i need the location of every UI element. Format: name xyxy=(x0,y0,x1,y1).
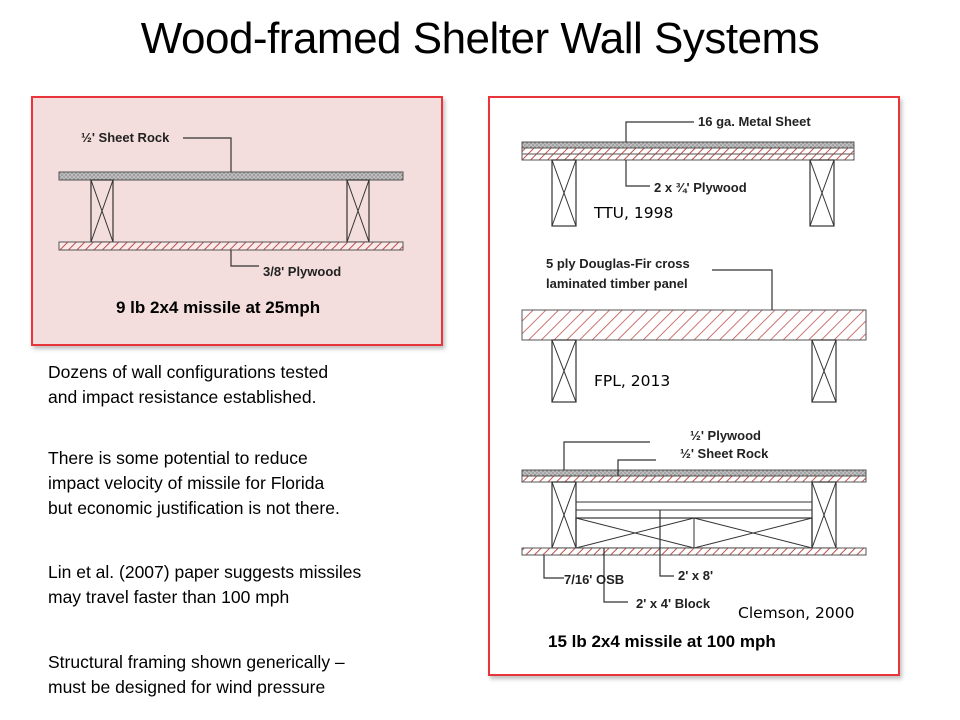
wall-2: 5 ply Douglas-Fir cross laminated timber… xyxy=(521,256,867,403)
2x8-label: 2' x 8' xyxy=(678,568,713,583)
ref-clemson: Clemson, 2000 xyxy=(738,604,855,622)
plywood-label: 3/8' Plywood xyxy=(263,264,341,279)
sheet-rock-layer xyxy=(58,171,404,181)
paragraph-4: Structural framing shown generically – m… xyxy=(48,652,345,697)
right-wall-panel: 16 ga. Metal Sheet 2 x ¾' Plywood 5 ply … xyxy=(488,96,900,676)
left-caption: 9 lb 2x4 missile at 25mph xyxy=(116,298,321,317)
clt-label-line1: 5 ply Douglas-Fir cross xyxy=(546,256,690,271)
right-wall-diagram: 16 ga. Metal Sheet 2 x ¾' Plywood 5 ply … xyxy=(521,114,867,611)
plywood-half-label: ½' Plywood xyxy=(690,428,761,443)
wall-3: ½' Plywood ½' Sheet Rock 7/16' OSB 2' x … xyxy=(521,428,867,611)
paragraph-2: There is some potential to reduce impact… xyxy=(48,448,340,518)
metal-sheet-label: 16 ga. Metal Sheet xyxy=(698,114,811,129)
ref-ttu: TTU, 1998 xyxy=(594,204,674,222)
slide-title: Wood-framed Shelter Wall Systems xyxy=(140,14,820,63)
clt-label-line2: laminated timber panel xyxy=(546,276,688,291)
left-wall-panel: ½' Sheet Rock 3/8' Plywood 9 lb 2x4 miss… xyxy=(31,96,443,346)
left-wall-diagram: ½' Sheet Rock 3/8' Plywood xyxy=(58,130,404,279)
right-caption: 15 lb 2x4 missile at 100 mph xyxy=(548,632,776,651)
sheet-rock-label: ½' Sheet Rock xyxy=(81,130,170,145)
stud-right xyxy=(346,179,370,243)
plywood-2x-label: 2 x ¾' Plywood xyxy=(654,180,747,195)
ref-fpl: FPL, 2013 xyxy=(594,372,671,390)
stud-left xyxy=(90,179,114,243)
block-label: 2' x 4' Block xyxy=(636,596,711,611)
paragraph-1: Dozens of wall configurations tested and… xyxy=(48,362,329,407)
paragraph-3: Lin et al. (2007) paper suggests missile… xyxy=(48,562,362,607)
osb-label: 7/16' OSB xyxy=(564,572,624,587)
wall-1: 16 ga. Metal Sheet 2 x ¾' Plywood xyxy=(521,114,855,227)
sheet-rock-half-label: ½' Sheet Rock xyxy=(680,446,769,461)
plywood-layer xyxy=(58,241,404,251)
